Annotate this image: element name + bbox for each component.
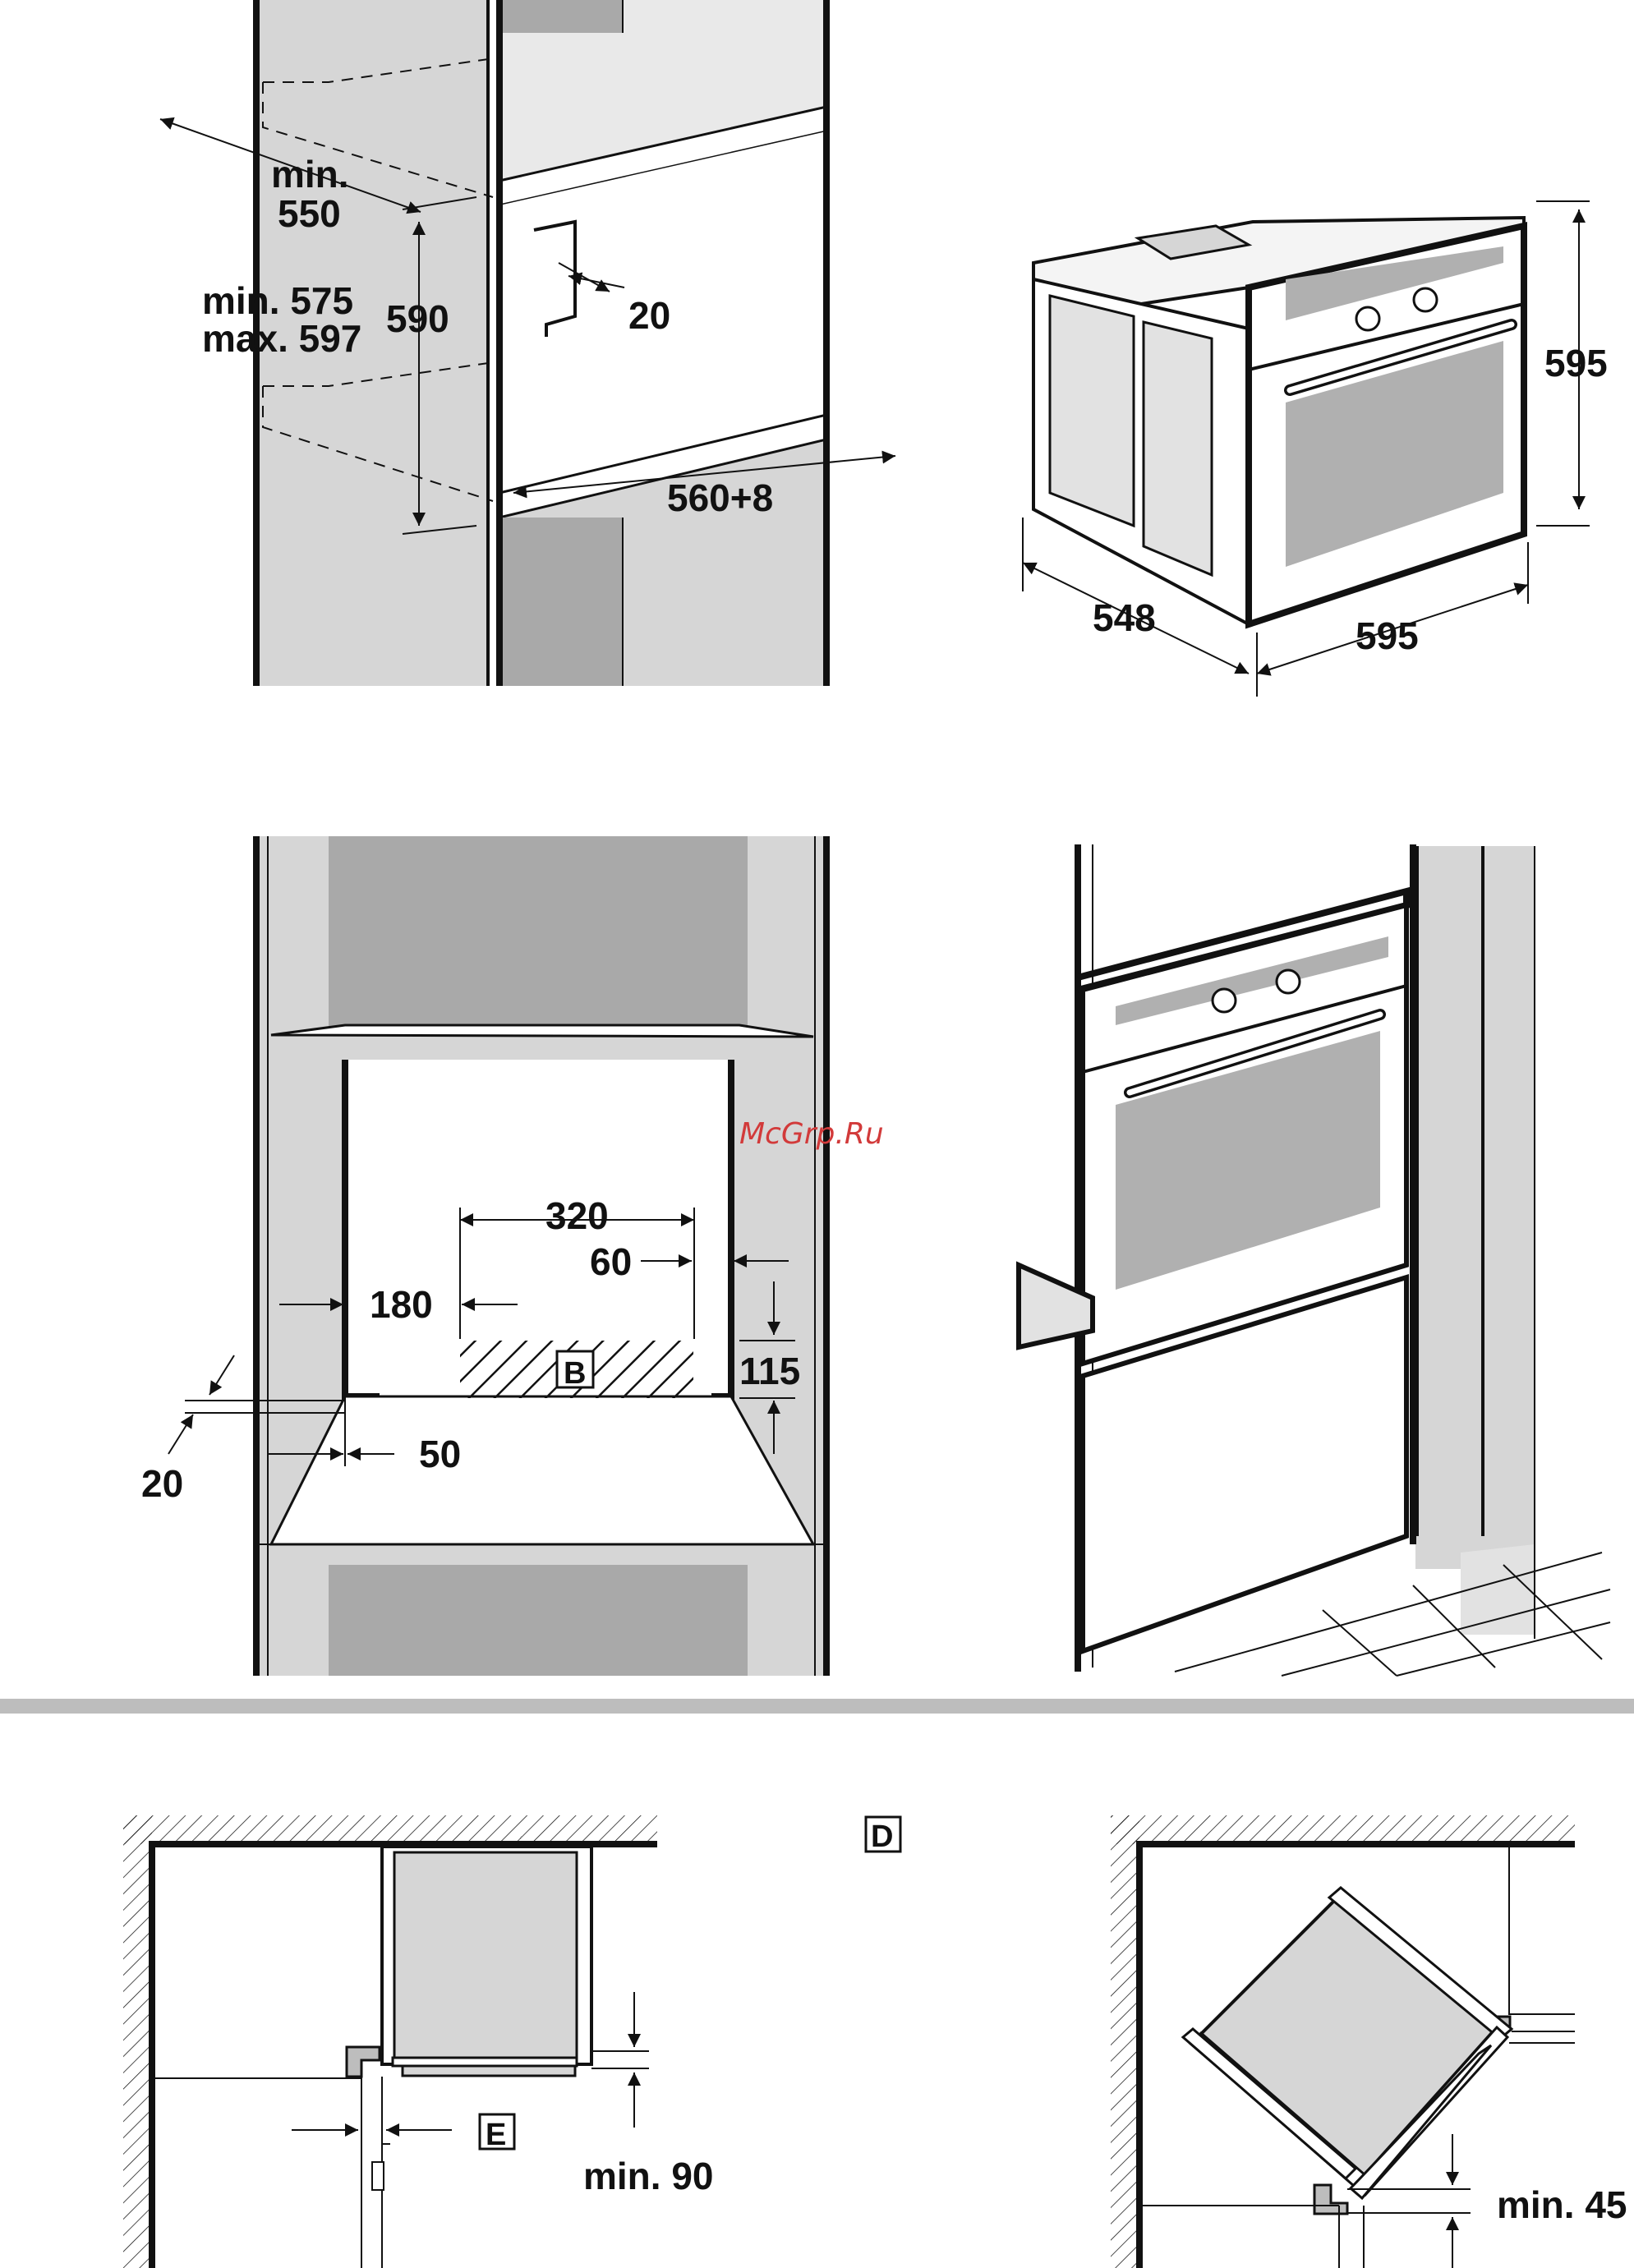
oven-height-value: 595 <box>1544 342 1608 384</box>
bottom-gap-value: 20 <box>141 1462 183 1505</box>
diagonal-corner-plan-view: min. 45 <box>1111 1815 1627 2268</box>
vent-width-value: 320 <box>545 1194 609 1237</box>
watermark-text: McGrp.Ru <box>739 1117 884 1151</box>
gap-e-label: E <box>486 2118 506 2152</box>
corner-d-label: D <box>871 1819 893 1854</box>
front-gap-value: 50 <box>419 1433 461 1475</box>
depth-label-2: 550 <box>278 192 341 235</box>
niche-front-view: B 320 60 180 115 20 50 <box>141 836 826 1676</box>
oven-depth-value: 548 <box>1093 596 1156 639</box>
vent-offset-value: 60 <box>590 1240 632 1283</box>
oven-width-value: 595 <box>1356 614 1419 657</box>
installed-oven-view <box>1019 844 1610 1676</box>
side-offset-value: 180 <box>370 1283 433 1326</box>
depth-label-1: min. <box>271 153 349 196</box>
corner-plan-view: E min. 90 D <box>123 1815 900 2268</box>
section-divider <box>0 1699 1634 1714</box>
niche-width-value: 560+8 <box>667 476 773 519</box>
zone-b-label: B <box>564 1356 586 1391</box>
min-90-value: min. 90 <box>583 2155 714 2197</box>
niche-height-value: 590 <box>386 297 449 340</box>
height-range-max: max. 597 <box>202 317 361 360</box>
gap-value: 20 <box>628 294 670 337</box>
height-range-min: min. 575 <box>202 279 353 322</box>
oven-isometric-view: 595 548 595 <box>1023 201 1608 697</box>
niche-side-view: min. 550 min. 575 max. 597 590 20 560+8 <box>160 0 895 686</box>
min-45-value: min. 45 <box>1497 2183 1627 2226</box>
vent-height-value: 115 <box>739 1350 800 1392</box>
